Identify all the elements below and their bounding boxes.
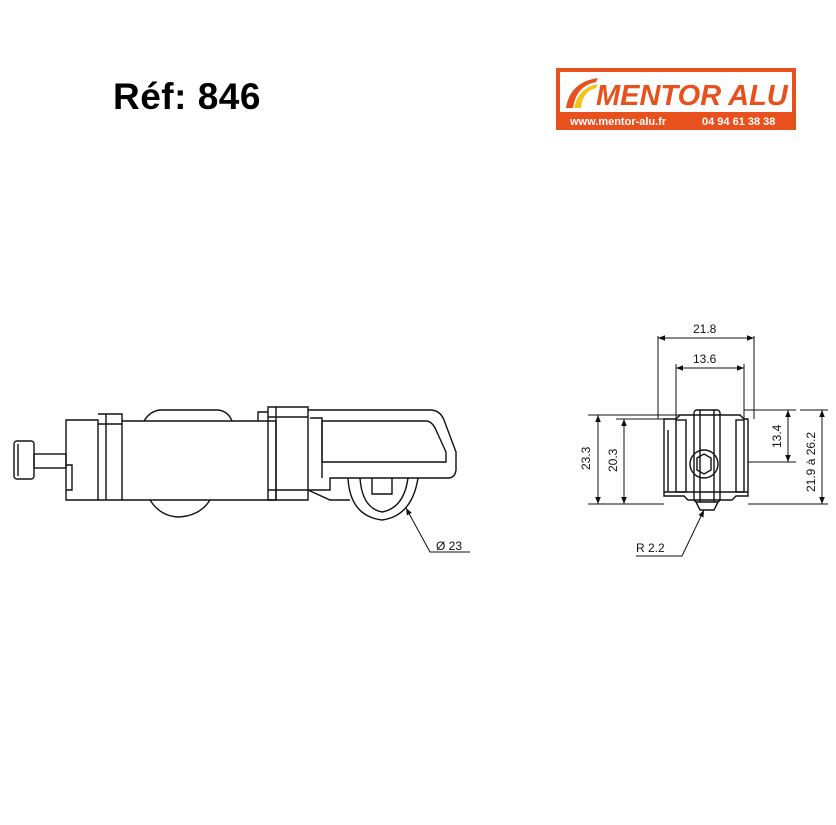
hex-screw: [689, 449, 719, 479]
main-housing: [122, 420, 277, 501]
body-height-label: 20.3: [606, 448, 620, 472]
carriage-body: [65, 419, 99, 501]
end-view-dimensions: [588, 335, 828, 557]
mentor-alu-logo: MENTOR ALU www.mentor-alu.fr 04 94 61 38…: [556, 68, 796, 130]
wheel-diameter-label: Ø 23: [436, 539, 462, 553]
inner-width-label: 13.6: [693, 352, 717, 366]
overall-width-label: 21.8: [693, 322, 717, 336]
logo-brand: MENTOR ALU: [596, 80, 789, 112]
right-wheel: [347, 477, 419, 521]
adjust-range-label: 21.9 à 26.2: [804, 432, 818, 492]
end-view: [663, 409, 749, 511]
left-wheel: [149, 499, 211, 518]
adjust-knob: [13, 440, 35, 480]
logo-website: www.mentor-alu.fr: [569, 116, 667, 128]
overall-height-label: 23.3: [579, 446, 593, 470]
end-wheel: [693, 409, 721, 503]
knob-shaft: [33, 453, 67, 469]
side-view: [13, 406, 457, 521]
groove-radius-label: R 2.2: [636, 541, 665, 555]
reference-title: Réf: 846: [113, 76, 261, 117]
wheel-diameter-dimension: Ø 23: [405, 507, 470, 553]
logo-phone: 04 94 61 38 38: [702, 116, 775, 128]
wheel-housing: [308, 409, 457, 491]
middle-clip: [267, 406, 309, 501]
wheel-height-label: 13.4: [770, 424, 784, 448]
